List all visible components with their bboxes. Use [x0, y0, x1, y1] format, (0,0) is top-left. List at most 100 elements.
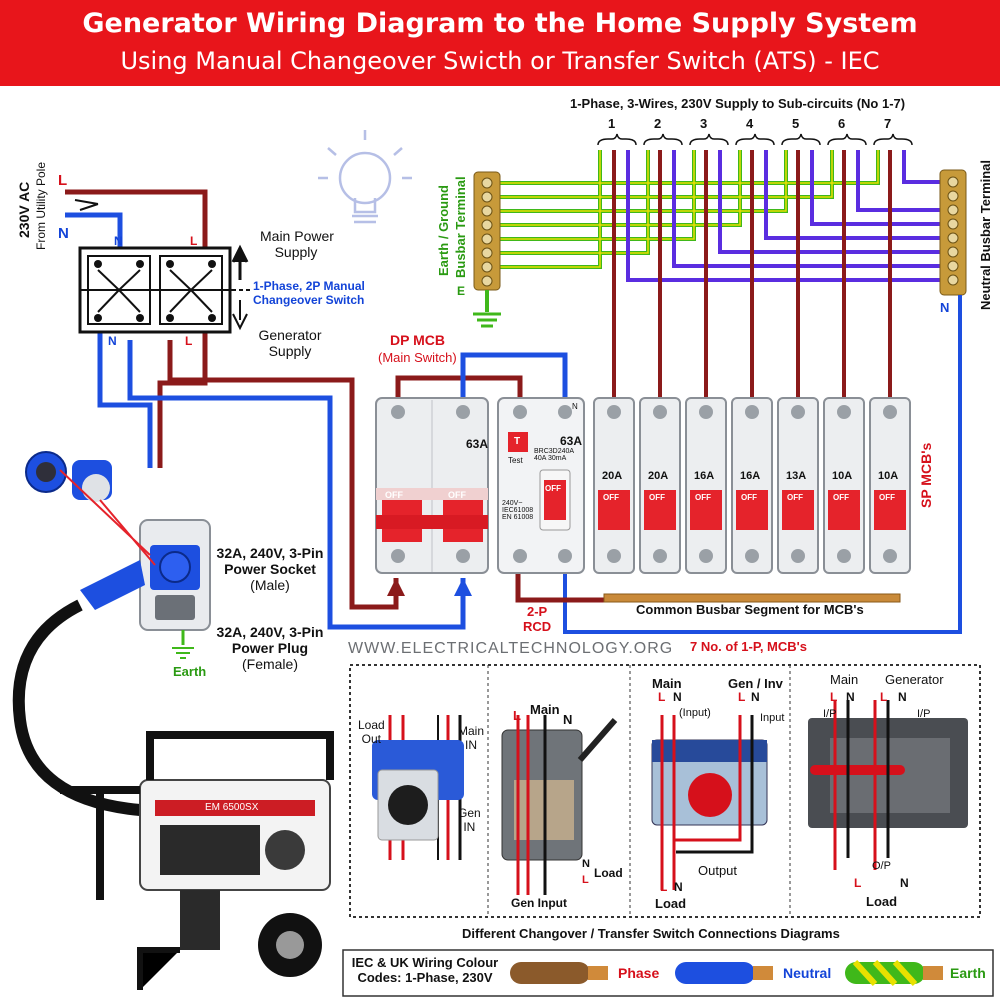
- knife-switch: [501, 715, 618, 895]
- mcb-rating-1: 20A: [602, 470, 623, 482]
- legend-phase-wire: [510, 962, 608, 984]
- subcircuit-wires: [500, 150, 940, 400]
- d4-generator-label: Generator: [885, 672, 944, 687]
- ats-switch: [651, 715, 768, 890]
- subcircuit-number-4: 4: [746, 116, 754, 131]
- page-subtitle: Using Manual Changeover Swicth or Transf…: [120, 47, 880, 75]
- d4-N-main: N: [846, 690, 855, 704]
- rotary-switch: [372, 715, 464, 860]
- mcb-off-2: OFF: [649, 493, 665, 502]
- changeover-top-L: L: [190, 234, 198, 248]
- generator-body: [60, 731, 334, 990]
- d2-load-label: Load: [594, 866, 623, 880]
- d2-L-top: L: [513, 708, 521, 723]
- mcb-off-7: OFF: [879, 493, 895, 502]
- examples-caption: Different Changover / Transfer Switch Co…: [462, 926, 840, 941]
- generator-model-label: EM 6500SX: [205, 802, 259, 813]
- legend-earth-wire: [845, 959, 943, 987]
- rcd-T-button[interactable]: T: [514, 436, 521, 447]
- page-title: Generator Wiring Diagram to the Home Sup…: [82, 8, 918, 39]
- rcd-rating: 63A: [560, 434, 583, 448]
- dp-mcb-body: [375, 397, 489, 574]
- d3-N-main: N: [673, 690, 682, 704]
- neutral-N-label: N: [940, 300, 950, 315]
- earth-busbar: [473, 171, 501, 328]
- mcb-off-4: OFF: [741, 493, 757, 502]
- header-banner: Generator Wiring Diagram to the Home Sup…: [0, 0, 1000, 86]
- sp-mcb-row: [593, 397, 911, 603]
- utility-source-label: From Utility Pole: [34, 161, 48, 250]
- utility-voltage-label: 230V AC: [16, 181, 32, 238]
- dp-mcb-rating: 63A: [466, 437, 489, 451]
- earth-busbar-label-1: Earth / Ground: [436, 185, 451, 276]
- d3-input-main: (Input): [679, 707, 711, 719]
- earth-E-label: E: [457, 284, 466, 298]
- examples-box: [349, 664, 981, 918]
- d3-L-main: L: [658, 690, 666, 704]
- subcircuit-number-3: 3: [700, 116, 708, 131]
- d4-L-main: L: [830, 690, 838, 704]
- subcircuit-number-1: 1: [608, 116, 616, 131]
- dp-mcb-subtitle: (Main Switch): [378, 350, 457, 365]
- d4-L-load: L: [854, 876, 862, 890]
- rcd-off-label: OFF: [545, 484, 561, 493]
- light-bulb-icon: [318, 130, 412, 224]
- mcb-count-label: 7 No. of 1-P, MCB's: [690, 639, 807, 654]
- mcb-busbar-label: Common Busbar Segment for MCB's: [636, 602, 864, 617]
- changeover-bottom-L: L: [185, 334, 193, 348]
- subcircuit-number-6: 6: [838, 116, 846, 131]
- subcircuit-number-2: 2: [654, 116, 662, 131]
- d3-load-label: Load: [655, 896, 687, 911]
- socket-enclosure: [12, 451, 211, 816]
- neutral-busbar: [939, 169, 967, 296]
- d4-load-label: Load: [866, 894, 898, 909]
- mcb-off-1: OFF: [603, 493, 619, 502]
- dp-mcb-off-2: OFF: [448, 490, 466, 500]
- utility-L-label: L: [58, 172, 68, 189]
- utility-N-label: N: [58, 225, 69, 242]
- mcb-rating-2: 20A: [648, 470, 669, 482]
- dp-mcb-title: DP MCB: [390, 332, 445, 348]
- neutral-busbar-label: Neutral Busbar Terminal: [978, 159, 993, 310]
- d2-N-top: N: [563, 712, 573, 727]
- d4-main-label: Main: [830, 672, 859, 687]
- d3-gen-inv-label: Gen / Inv: [728, 676, 783, 691]
- d4-N-load: N: [900, 876, 909, 890]
- subcircuit-braces: [597, 133, 913, 146]
- d3-L-load: L: [660, 880, 668, 894]
- sp-mcbs-label: SP MCB's: [918, 442, 934, 508]
- d2-L-load: L: [582, 874, 589, 886]
- d3-L-gen: L: [738, 690, 746, 704]
- mcb-rating-7: 10A: [878, 470, 899, 482]
- changeover-top-N: N: [114, 234, 123, 248]
- rcd-test-label: Test: [508, 456, 523, 465]
- d4-ip-gen: I/P: [917, 708, 931, 720]
- d3-N-load: N: [674, 880, 683, 894]
- mcb-rating-4: 16A: [740, 470, 761, 482]
- subcircuit-number-7: 7: [884, 116, 892, 131]
- d2-main-label: Main: [530, 702, 560, 717]
- legend-neutral-wire: [675, 962, 773, 984]
- d3-N-gen: N: [751, 690, 760, 704]
- rcd-N-label: N: [572, 402, 578, 411]
- d4-op-label: O/P: [872, 860, 891, 872]
- d4-L-gen: L: [880, 690, 888, 704]
- socket-earth-label: Earth: [173, 664, 207, 679]
- d2-gen-input-label: Gen Input: [511, 896, 567, 910]
- subcircuits-title: 1-Phase, 3-Wires, 230V Supply to Sub-cir…: [570, 96, 906, 111]
- abb-switch: [808, 700, 968, 870]
- mcb-off-5: OFF: [787, 493, 803, 502]
- changeover-bottom-N: N: [108, 334, 117, 348]
- mcb-off-3: OFF: [695, 493, 711, 502]
- d2-N-load: N: [582, 858, 590, 870]
